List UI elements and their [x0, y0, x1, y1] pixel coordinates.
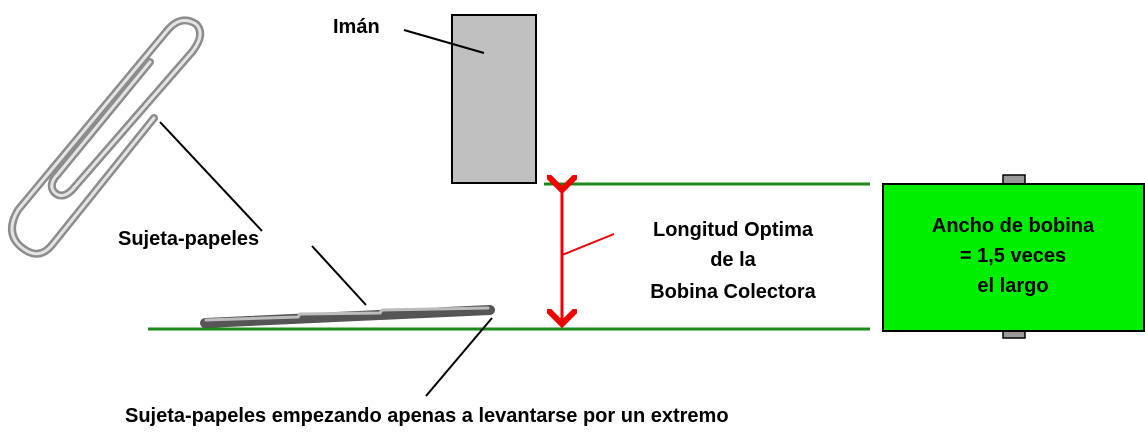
coil-width-label-line1: Ancho de bobina — [932, 215, 1095, 237]
magnet-leader-line — [403, 29, 485, 54]
paperclip-label: Sujeta-papeles — [118, 228, 259, 250]
caption: Sujeta-papeles empezando apenas a levant… — [125, 405, 729, 427]
coil — [882, 174, 1145, 339]
optimal-length-label-line2: de la — [710, 249, 756, 271]
paperclip-leader-line-lower — [311, 245, 367, 306]
optimal-length-label-line3: Bobina Colectora — [650, 281, 816, 303]
paperclip-standing — [8, 16, 205, 258]
caption-leader-line — [425, 317, 493, 397]
coil-width-label-line2: = 1,5 veces — [960, 245, 1066, 267]
length-leader-line — [561, 233, 615, 256]
magnet-label: Imán — [333, 16, 380, 38]
paperclip-leader-line-upper — [159, 121, 263, 232]
optimal-length-label-line1: Longitud Optima — [653, 219, 814, 241]
magnet — [451, 14, 537, 184]
coil-width-label-line3: el largo — [977, 275, 1048, 297]
paperclip-lying — [200, 305, 495, 328]
